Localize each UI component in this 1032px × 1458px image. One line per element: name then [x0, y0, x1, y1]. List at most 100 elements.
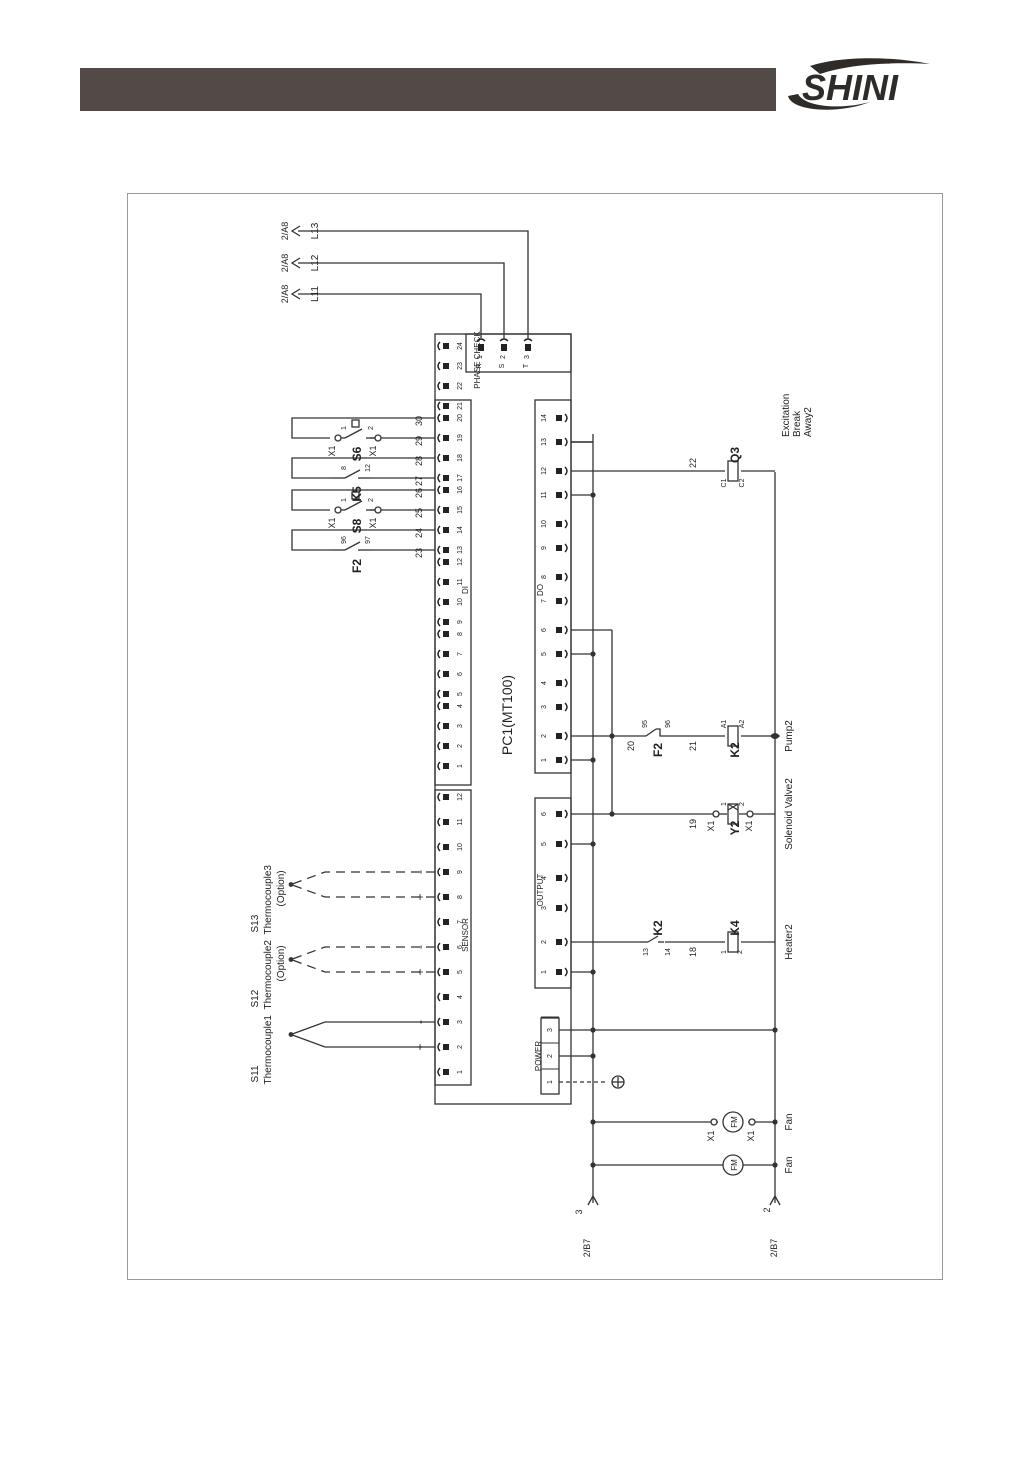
terminal-x1 — [710, 1118, 718, 1126]
di-device: S6 — [350, 446, 364, 461]
terminal-clamp — [523, 338, 533, 342]
fan-motor — [722, 1154, 744, 1176]
terminal-screw — [443, 599, 449, 605]
sensor-label: Thermocouple2 — [263, 940, 274, 1010]
terminal-clamp — [437, 1067, 441, 1077]
supply-name: L13 — [310, 222, 321, 239]
f2-contact — [645, 728, 657, 737]
screw-terminal — [437, 413, 449, 423]
pin-number: 14 — [541, 414, 548, 422]
terminal-screw — [556, 905, 562, 911]
terminal-clamp — [437, 361, 441, 371]
terminal-clamp — [437, 917, 441, 927]
diagram-frame — [127, 193, 943, 1280]
thermocouple-junction — [288, 957, 294, 962]
pin-number: A1 — [721, 720, 728, 729]
arrow-head — [290, 257, 301, 269]
terminal-screw — [443, 527, 449, 533]
terminal-screw — [525, 344, 531, 351]
terminal-clamp — [437, 992, 441, 1002]
supply-ref: 2/A8 — [280, 222, 290, 241]
junction-dot — [590, 651, 596, 657]
logo-swoosh-top — [810, 58, 930, 74]
supply-line — [298, 230, 529, 338]
pin-number: 2 — [368, 498, 375, 502]
screw-terminal — [556, 437, 568, 447]
module-layer — [434, 333, 572, 1105]
screw-terminal — [437, 505, 449, 515]
pin-number: 5 — [457, 692, 464, 696]
screw-terminal — [437, 1067, 449, 1077]
wire-number: 24 — [414, 528, 424, 538]
terminal-screw — [443, 343, 449, 349]
screw-terminal — [556, 413, 568, 423]
screw-terminal — [556, 839, 568, 849]
thermocouple-lead — [290, 883, 435, 898]
di-loop — [291, 417, 435, 439]
pin-number: 18 — [457, 454, 464, 462]
di-title: DI — [461, 586, 470, 594]
heater-contact — [647, 935, 659, 943]
terminal-screw — [478, 344, 484, 351]
screw-terminal — [437, 967, 449, 977]
terminal-clamp — [437, 381, 441, 391]
wire-number: 28 — [414, 456, 424, 466]
polarity-minus: - — [413, 870, 427, 874]
terminal-screw — [556, 733, 562, 739]
pin-number: 13 — [541, 438, 548, 446]
logo-text: SHINI — [802, 67, 899, 108]
pin-number: 4 — [541, 876, 548, 880]
terminal-screw — [556, 545, 562, 551]
terminal-layer — [437, 338, 568, 1077]
terminal-clamp — [437, 701, 441, 711]
wire-number: 27 — [414, 476, 424, 486]
pin-number: 9 — [457, 620, 464, 624]
di-loop — [291, 529, 435, 551]
fan-motor — [722, 1111, 744, 1133]
screw-terminal — [437, 867, 449, 877]
terminal-label: X1 — [327, 517, 337, 528]
terminal-x1 — [712, 810, 720, 818]
supply-ref: 2/A8 — [280, 285, 290, 304]
terminal-clamp — [564, 519, 568, 529]
terminal-screw — [443, 403, 449, 409]
pin-number: 1 — [721, 802, 728, 806]
thermocouple-lead — [290, 958, 435, 973]
terminal-label: X1 — [368, 517, 378, 528]
terminal-screw — [556, 598, 562, 604]
pin-number: 8 — [541, 575, 548, 579]
terminal-screw — [443, 415, 449, 421]
terminal-label: X1 — [327, 445, 337, 456]
screw-terminal — [437, 817, 449, 827]
pin-number: 9 — [457, 870, 464, 874]
terminal-screw — [556, 811, 562, 817]
pin-number: 6 — [541, 628, 548, 632]
screw-terminal — [556, 678, 568, 688]
terminal-clamp — [437, 1017, 441, 1027]
shini-logo: SHINI — [788, 58, 930, 110]
terminal-screw — [501, 344, 507, 351]
device-layer — [288, 419, 780, 1176]
heater-coil — [727, 931, 739, 953]
screw-terminal — [437, 701, 449, 711]
sensor-box — [434, 789, 472, 1086]
terminal-clamp — [564, 873, 568, 883]
terminal-screw — [443, 703, 449, 709]
pump-coil — [727, 725, 739, 747]
screw-terminal — [556, 625, 568, 635]
label-layer: PC1(MT100)PHASE CHECKDISENSORDOOUTPUTPOW… — [250, 222, 814, 1258]
terminal-clamp — [437, 545, 441, 555]
terminal-x1 — [374, 434, 382, 442]
pin-number: 96 — [341, 536, 348, 544]
pin-number: 21 — [457, 402, 464, 410]
screw-terminal — [437, 401, 449, 411]
pin-number: 24 — [457, 342, 464, 350]
terminal-screw — [443, 1069, 449, 1075]
phase-terminal — [499, 338, 509, 351]
pin-number: 97 — [365, 536, 372, 544]
q3-label-line: Break — [792, 410, 803, 437]
pin-number: 1 — [457, 1070, 464, 1074]
pin-number: C2 — [739, 478, 746, 487]
pin-number: 8 — [457, 895, 464, 899]
screw-terminal — [437, 842, 449, 852]
